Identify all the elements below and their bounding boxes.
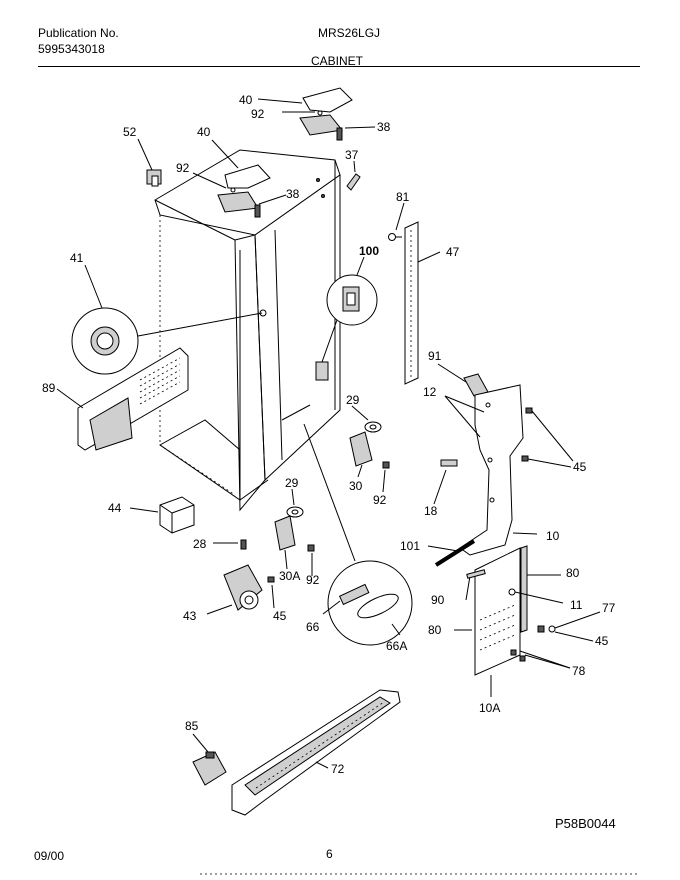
part-37-pin xyxy=(346,160,361,191)
part-72-toe-grille xyxy=(231,689,401,816)
model-number: MRS26LGJ xyxy=(318,26,381,40)
part-29-30-right-bracket xyxy=(349,405,390,493)
part-81-screw xyxy=(388,202,405,241)
part-44-junction-box xyxy=(129,496,195,534)
part-52-leveler xyxy=(137,138,162,187)
callout-43: 43 xyxy=(183,609,197,623)
callout-85: 85 xyxy=(185,719,199,733)
callout-47: 47 xyxy=(446,245,460,259)
callout-77: 77 xyxy=(602,601,616,615)
callout-91: 91 xyxy=(428,349,442,363)
publication-number: 5995343018 xyxy=(38,42,105,56)
part-43-roller-assembly xyxy=(206,539,275,615)
callout-18: 18 xyxy=(424,504,438,518)
section-title: CABINET xyxy=(311,54,364,68)
callout-41: 41 xyxy=(70,251,84,265)
callout-40-lower: 40 xyxy=(197,125,211,139)
callout-29-left: 29 xyxy=(285,476,299,490)
callout-66a: 66A xyxy=(386,639,407,653)
callout-100: 100 xyxy=(359,244,379,258)
callout-labels: 40 92 38 52 40 37 92 38 81 100 47 41 91 … xyxy=(42,93,616,776)
callout-72: 72 xyxy=(331,762,345,776)
lower-top-hinge-assembly xyxy=(192,139,287,218)
callout-66: 66 xyxy=(306,620,320,634)
callout-92-lower: 92 xyxy=(176,161,190,175)
callout-45-lower: 45 xyxy=(595,634,609,648)
callout-10: 10 xyxy=(546,529,560,543)
part-89-vent-panel xyxy=(56,347,189,451)
callout-101: 101 xyxy=(400,539,420,553)
upper-hinge-assembly xyxy=(257,87,376,141)
callout-92-upper: 92 xyxy=(251,107,265,121)
footer-page-number: 6 xyxy=(326,847,333,861)
callout-30: 30 xyxy=(349,479,363,493)
part-10-evaporator-cover xyxy=(433,363,574,556)
callout-28: 28 xyxy=(193,537,207,551)
callout-52: 52 xyxy=(123,125,137,139)
detail-circle-100 xyxy=(315,256,378,381)
callout-37: 37 xyxy=(345,148,359,162)
callout-38-upper: 38 xyxy=(377,120,391,134)
callout-44: 44 xyxy=(108,501,122,515)
footer-date: 09/00 xyxy=(34,849,64,863)
callout-45-left: 45 xyxy=(273,609,287,623)
publication-label: Publication No. xyxy=(38,26,119,40)
callout-12: 12 xyxy=(423,385,437,399)
callout-11: 11 xyxy=(570,598,583,612)
callout-40-upper: 40 xyxy=(239,93,253,107)
callout-38-lower: 38 xyxy=(286,187,300,201)
part-47-channel xyxy=(404,221,441,385)
callout-30a: 30A xyxy=(279,569,300,583)
callout-78: 78 xyxy=(572,664,586,678)
part-29-30a-left-bracket xyxy=(274,488,315,576)
callout-92-right: 92 xyxy=(373,493,387,507)
callout-81: 81 xyxy=(396,190,410,204)
part-10a-lower-panel xyxy=(454,545,601,697)
detail-circle-41 xyxy=(71,264,263,375)
callout-80-right: 80 xyxy=(566,566,580,580)
diagram-code: P58B0044 xyxy=(555,816,616,831)
callout-90: 90 xyxy=(431,593,445,607)
header-rule xyxy=(38,66,640,67)
callout-45-right: 45 xyxy=(573,460,587,474)
cabinet-shell xyxy=(154,149,341,512)
callout-89: 89 xyxy=(42,381,56,395)
detail-circle-66 xyxy=(303,423,413,646)
callout-80-left: 80 xyxy=(428,623,442,637)
callout-92-left: 92 xyxy=(306,573,320,587)
callout-29-right: 29 xyxy=(346,393,360,407)
part-101-rod xyxy=(427,539,476,567)
callout-10a: 10A xyxy=(479,701,500,715)
part-85-clip xyxy=(192,733,227,786)
